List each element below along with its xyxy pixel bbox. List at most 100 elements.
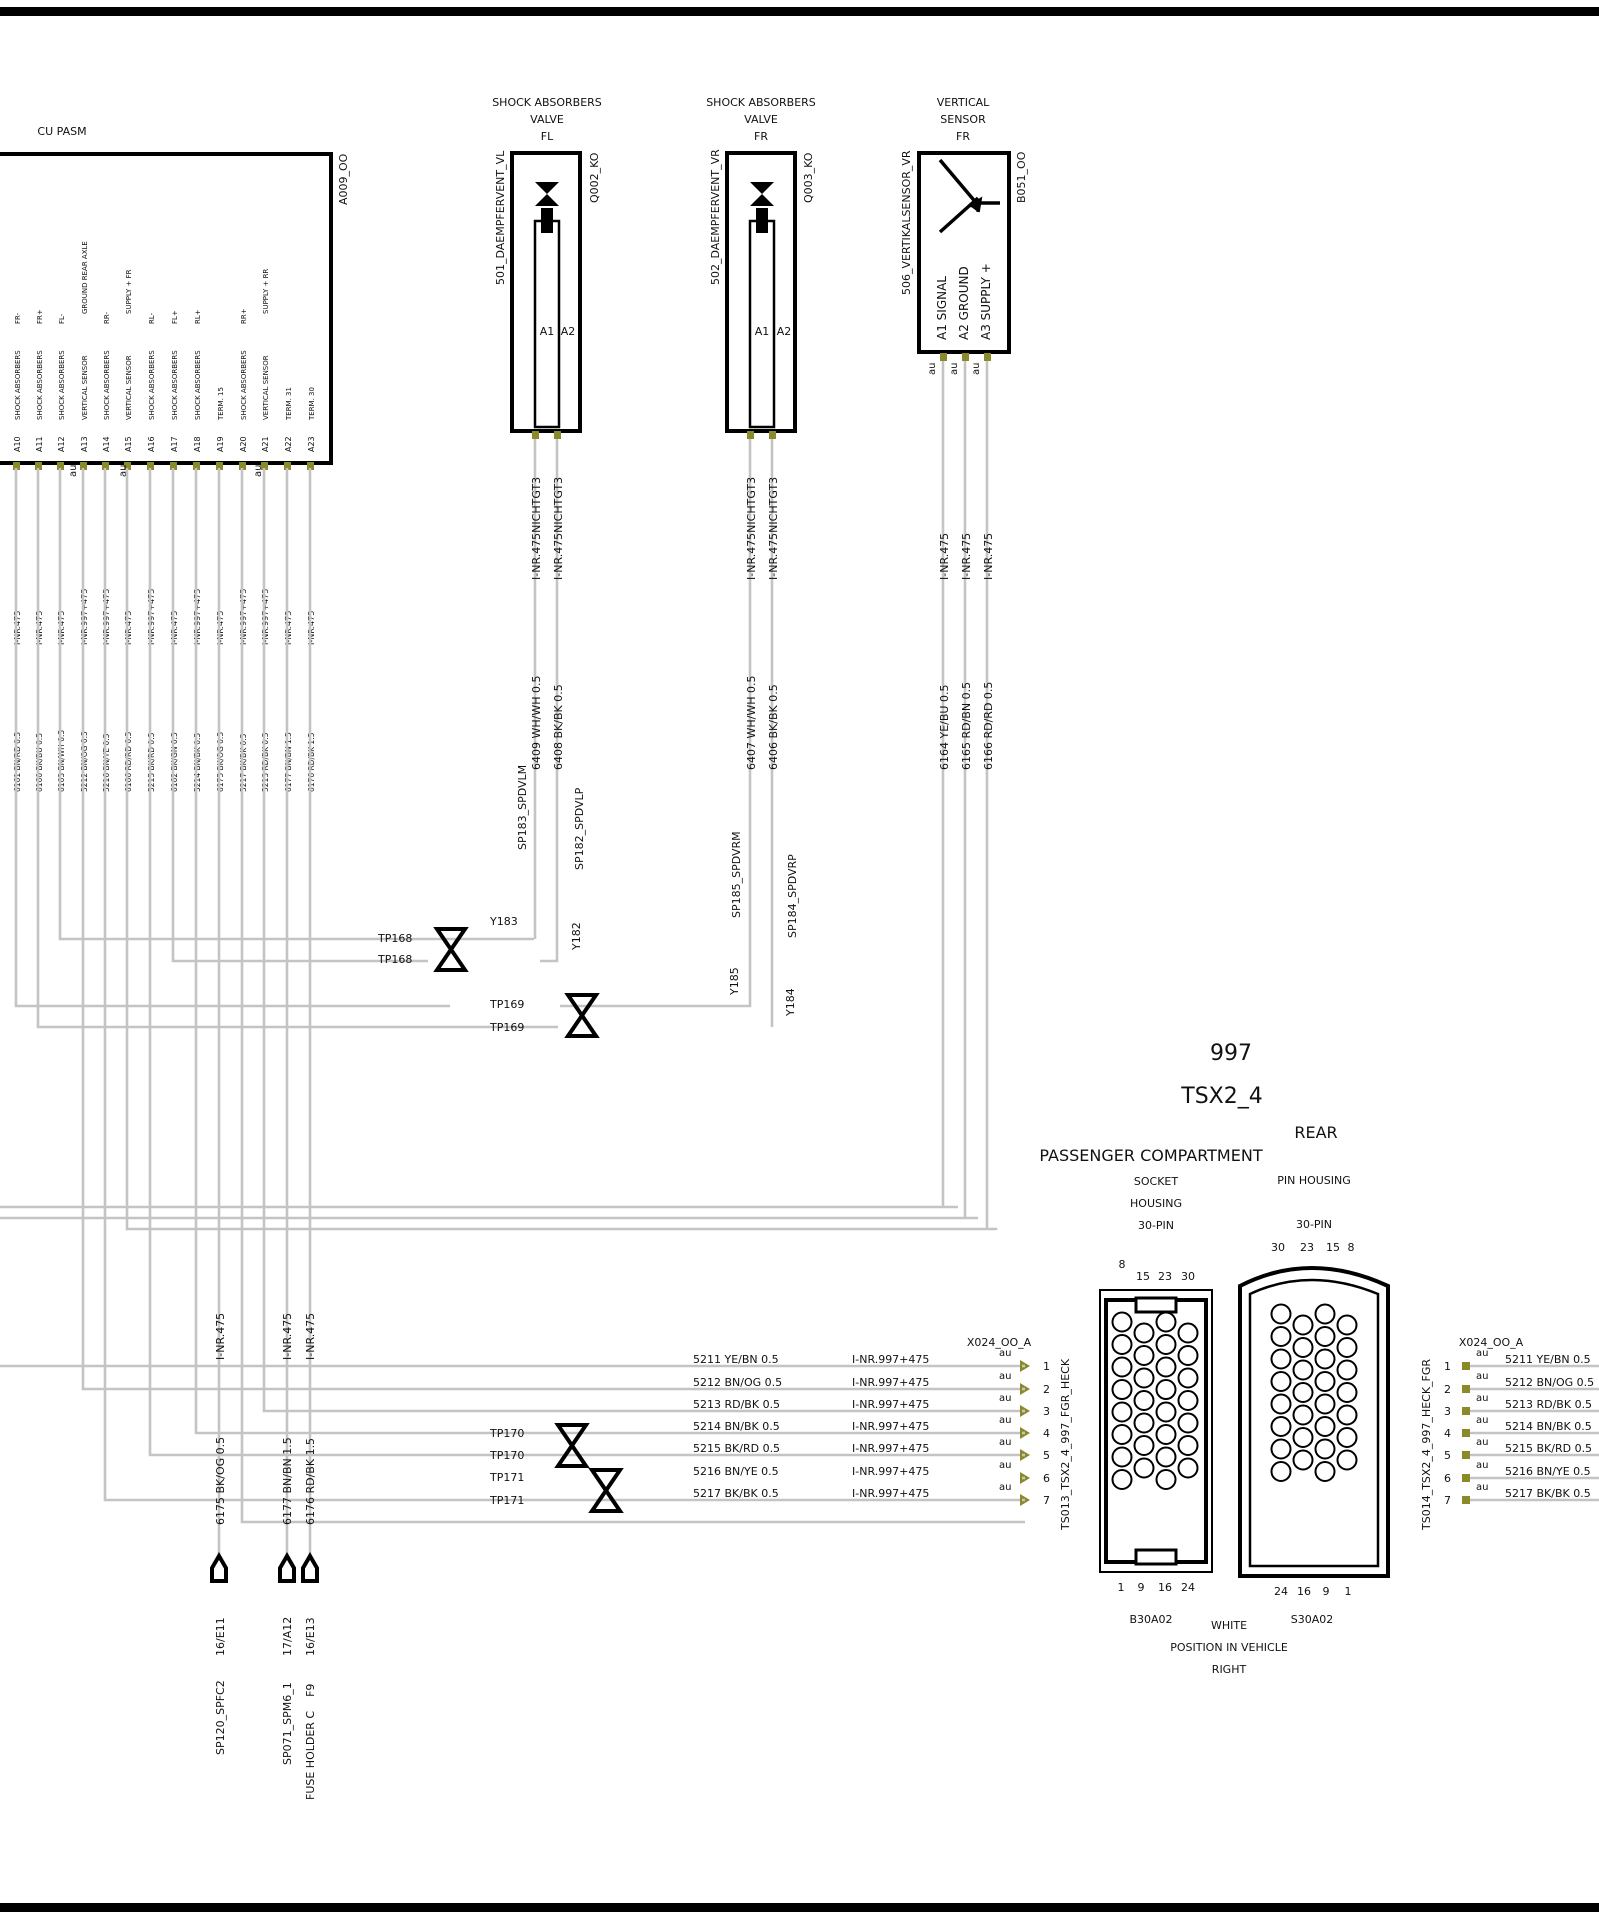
pin-bot-num-9: 9 bbox=[1323, 1585, 1330, 1598]
cu-pin-function: SHOCK ABSORBERS bbox=[171, 350, 179, 420]
connector-title: TSX2_4 bbox=[1180, 1084, 1262, 1109]
sensor-pin-a1: A1 SIGNAL bbox=[935, 276, 949, 340]
x024-right-label: X024_OO_A bbox=[1459, 1336, 1524, 1349]
sp182-label: SP182_SPDVLP bbox=[573, 787, 586, 870]
socket-pin-holes bbox=[1111, 1311, 1199, 1490]
cu-pin-terminal bbox=[35, 462, 42, 470]
x024-left-row-wire: I-NR.997+475 bbox=[852, 1376, 929, 1389]
y182-label: Y182 bbox=[570, 922, 583, 951]
pin-housing-hole bbox=[1314, 1303, 1336, 1325]
pin-top-num-8: 8 bbox=[1348, 1241, 1355, 1254]
valve-fr-title-1: SHOCK ABSORBERS bbox=[706, 96, 816, 109]
socket-pin-hole bbox=[1155, 1356, 1177, 1378]
cu-wire-color: 6162 BK/GN 0.5 bbox=[170, 732, 179, 792]
socket-pin-hole bbox=[1133, 1345, 1155, 1366]
cu-pin-terminal bbox=[216, 462, 223, 470]
cu-pin-function: TERM. 31 bbox=[285, 387, 293, 421]
valve-fl-title-1: SHOCK ABSORBERS bbox=[492, 96, 602, 109]
pin-housing-hole bbox=[1270, 1461, 1292, 1482]
pin-housing-hole bbox=[1270, 1326, 1292, 1347]
tp171-label-1: TP171 bbox=[489, 1471, 524, 1484]
socket-label-3: 30-PIN bbox=[1138, 1219, 1174, 1232]
x024-right-name: TS014_TSX2_4_997_HECK_FGR bbox=[1420, 1359, 1433, 1531]
cu-wire-label: I-NR.475 bbox=[124, 611, 133, 645]
cu-wire-label: I-NR.475 bbox=[216, 611, 225, 645]
sensor-name: 506_VERTIKALSENSOR_VR bbox=[900, 150, 913, 295]
pin-housing-hole bbox=[1270, 1303, 1292, 1325]
x024-right-pin-icon bbox=[1462, 1474, 1470, 1482]
pin-bot-num-24: 24 bbox=[1274, 1585, 1288, 1598]
socket-housing-outer bbox=[1099, 1289, 1213, 1573]
socket-pin-hole bbox=[1155, 1446, 1177, 1468]
cu-pin-function: SHOCK ABSORBERS bbox=[58, 350, 66, 420]
x024-left-au: au bbox=[999, 1437, 1011, 1448]
socket-top-num-23: 23 bbox=[1158, 1270, 1172, 1283]
cu-pin-terminal bbox=[57, 462, 64, 470]
cu-au-label: au bbox=[253, 465, 264, 477]
cu-wire-color: 6163 BN/WH 0.5 bbox=[57, 730, 66, 792]
socket-key-bottom bbox=[1134, 1548, 1178, 1566]
terminal-3-icon bbox=[301, 1552, 319, 1583]
x024-left-au: au bbox=[999, 1482, 1011, 1493]
pin-top-num-15: 15 bbox=[1326, 1241, 1340, 1254]
sensor-au-1: au bbox=[927, 363, 938, 375]
x024-left-row-color: 5211 YE/BN 0.5 bbox=[693, 1353, 779, 1366]
cu-pin-function: SHOCK ABSORBERS bbox=[103, 350, 111, 420]
x024-right-row-color: 5215 BK/RD 0.5 bbox=[1505, 1442, 1592, 1455]
bottom-ref-2: 17/A12 bbox=[281, 1617, 294, 1656]
cu-pin-side: SUPPLY + FR bbox=[125, 269, 133, 314]
x024-right-au: au bbox=[1476, 1460, 1488, 1471]
x024-left-row-color: 5212 BN/OG 0.5 bbox=[693, 1376, 782, 1389]
cu-wire-label: I-NR.997+475 bbox=[102, 589, 111, 645]
pin-housing-hole bbox=[1336, 1337, 1358, 1358]
sp184-label: SP184_SPDVRP bbox=[786, 854, 799, 938]
x024-right-row-color: 5212 BN/OG 0.5 bbox=[1505, 1376, 1594, 1389]
x024-left-row-color: 5216 BN/YE 0.5 bbox=[693, 1465, 779, 1478]
x024-left-row-num: 1 bbox=[1043, 1360, 1050, 1373]
valve-fr-symbol bbox=[748, 182, 776, 429]
tp168-symbol bbox=[433, 927, 469, 972]
housing-color: WHITE bbox=[1211, 1619, 1247, 1632]
socket-label-1: SOCKET bbox=[1134, 1175, 1178, 1188]
tp170-symbol bbox=[554, 1423, 590, 1468]
pin-housing-hole bbox=[1270, 1393, 1292, 1415]
x024-right-au: au bbox=[1476, 1437, 1488, 1448]
pin-housing-hole bbox=[1270, 1438, 1292, 1460]
socket-top-num-8: 8 bbox=[1119, 1258, 1126, 1271]
cu-wire-color: 5216 BN/YE 0.5 bbox=[102, 733, 111, 792]
terminal-2-icon bbox=[278, 1552, 296, 1583]
sensor-wire-label: I-NR.475 bbox=[938, 533, 951, 580]
valve-fl-title-2: VALVE bbox=[530, 113, 564, 126]
tp170-label-1: TP170 bbox=[489, 1427, 524, 1440]
pin-housing-hole bbox=[1336, 1359, 1358, 1381]
cu-wire-color: 6160 BK/BU 0.5 bbox=[35, 733, 44, 792]
cu-pin-terminal bbox=[170, 462, 177, 470]
pinhousing-label-1: PIN HOUSING bbox=[1277, 1174, 1351, 1187]
cu-pin-id: A10 bbox=[13, 436, 22, 452]
socket-pin-hole bbox=[1155, 1379, 1177, 1400]
socket-code: B30A02 bbox=[1129, 1613, 1172, 1626]
socket-pin-hole bbox=[1111, 1311, 1133, 1333]
cu-au-label: au bbox=[68, 465, 79, 477]
valve-fr-box bbox=[725, 151, 797, 433]
cu-pin-id: A15 bbox=[124, 436, 133, 452]
valve-fl-box bbox=[510, 151, 582, 433]
x024-left-row-color: 5215 BK/RD 0.5 bbox=[693, 1442, 780, 1455]
y185-label: Y185 bbox=[728, 967, 741, 996]
y184-label: Y184 bbox=[784, 988, 797, 1017]
cu-wire-color: 5213 RD/BK 0.5 bbox=[261, 732, 270, 792]
cu-pin-side: FR+ bbox=[36, 309, 44, 324]
pin-housing-hole bbox=[1292, 1449, 1314, 1471]
cu-wire-label: I-NR.475 bbox=[35, 611, 44, 645]
socket-pin-hole bbox=[1155, 1401, 1177, 1423]
x024-right-row-num: 6 bbox=[1444, 1472, 1451, 1485]
socket-pin-hole bbox=[1155, 1334, 1177, 1355]
cu-pin-side: RR+ bbox=[240, 308, 248, 324]
bottom-name-1: SP120_SPFC2 bbox=[214, 1680, 227, 1755]
x024-right-pin-icon bbox=[1462, 1362, 1470, 1370]
pin-housing-outer bbox=[1238, 1266, 1390, 1578]
x024-right-au: au bbox=[1476, 1482, 1488, 1493]
sensor-title-2: SENSOR bbox=[940, 113, 986, 126]
cu-pin-function: VERTICAL SENSOR bbox=[81, 355, 89, 420]
socket-pin-hole bbox=[1155, 1311, 1177, 1333]
